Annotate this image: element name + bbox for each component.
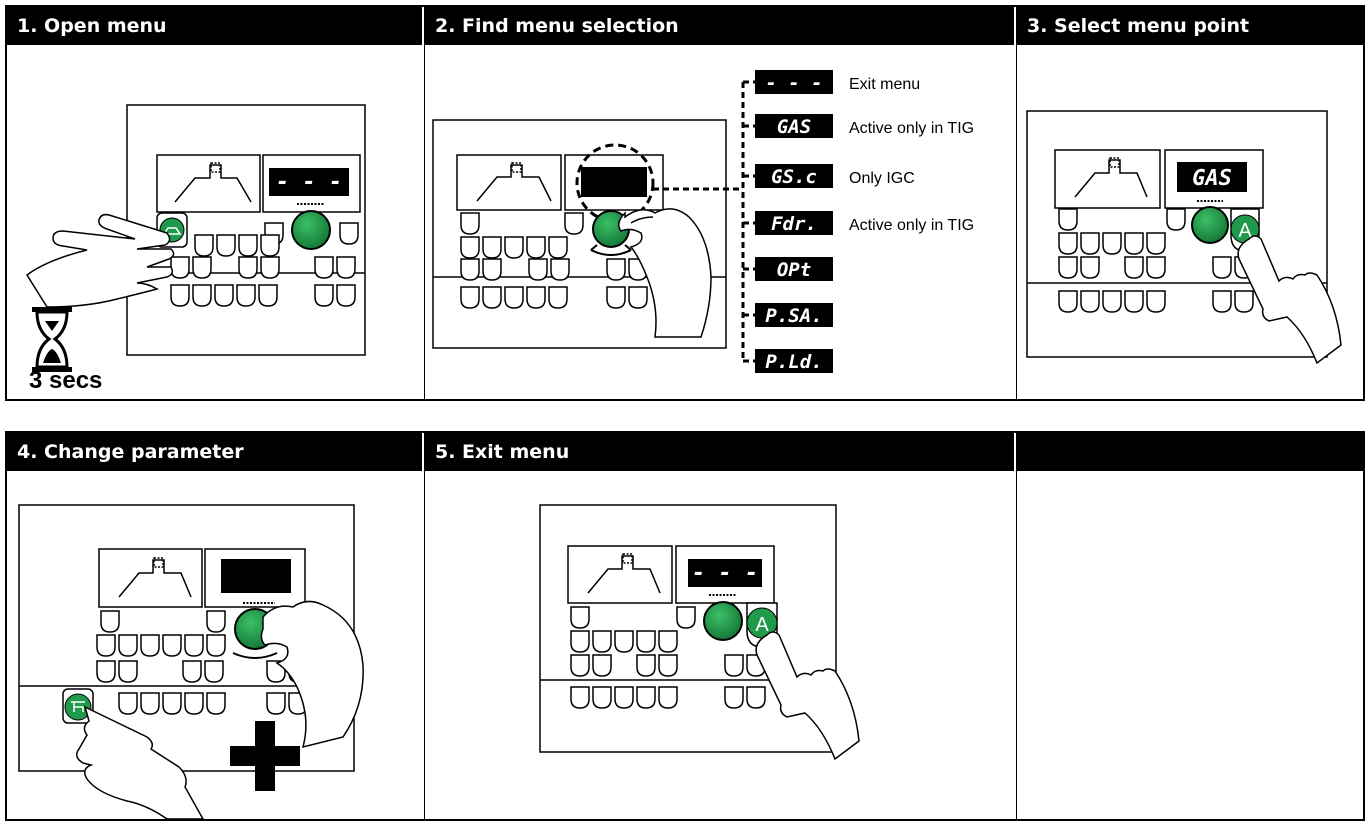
menu-list: - - - Exit menu GAS Active only in TIG G… — [755, 70, 974, 373]
lcd-display-text: GAS — [1192, 166, 1232, 191]
button-row — [460, 212, 648, 309]
lcd-display-text: - - - — [692, 561, 758, 586]
step-5-title: 5. Exit menu — [425, 433, 1016, 471]
lcd-display — [269, 168, 349, 196]
step-1-panel: 1. Open menu - - - — [7, 7, 425, 399]
plus-icon — [230, 721, 300, 791]
knob-icon — [1191, 200, 1229, 244]
pressing-hand-icon — [76, 705, 205, 820]
knob-icon — [703, 594, 743, 641]
menu-connector — [653, 80, 755, 363]
menu-item-label: Exit menu — [849, 76, 920, 93]
lcd-display — [581, 167, 647, 197]
menu-item: - - - Exit menu — [755, 70, 920, 94]
menu-item: OPt — [755, 257, 833, 281]
step-1-illustration: - - - — [25, 104, 366, 394]
menu-item: P.SA. — [755, 303, 833, 327]
menu-item-code: Fdr. — [771, 213, 817, 235]
step-4-panel: 4. Change parameter — [7, 433, 425, 820]
turning-hand-icon — [618, 208, 712, 338]
step-3-illustration: GAS A — [1026, 110, 1342, 365]
pointing-hand-icon — [25, 213, 175, 308]
step-3-title: 3. Select menu point — [1017, 7, 1363, 45]
step-3-panel: 3. Select menu point GAS — [1017, 7, 1363, 399]
lcd-display — [688, 559, 762, 587]
step-5-panel: 5. Exit menu - - - — [425, 433, 1017, 819]
menu-item-code: GS.c — [771, 166, 817, 188]
knob-icon — [291, 203, 331, 250]
menu-item-code: - - - — [765, 72, 822, 94]
step-2-panel: 2. Find menu selection — [425, 7, 1017, 399]
menu-item: GAS Active only in TIG — [755, 114, 974, 138]
step-5-illustration: - - - A — [539, 504, 860, 761]
step-2-illustration: - - - Exit menu GAS Active only in TIG G… — [432, 70, 974, 373]
menu-item-code: OPt — [777, 259, 811, 281]
a-button-letter: A — [755, 614, 769, 636]
menu-item-code: GAS — [777, 116, 811, 138]
menu-item: GS.c Only IGC — [755, 164, 915, 188]
pointing-hand-icon — [755, 631, 860, 761]
menu-item-code: P.SA. — [765, 305, 822, 327]
button-row — [570, 606, 766, 709]
step-2-title: 2. Find menu selection — [425, 7, 1016, 45]
menu-item-label: Active only in TIG — [849, 217, 974, 234]
menu-item-label: Only IGC — [849, 170, 915, 187]
step-4-title: 4. Change parameter — [7, 433, 424, 471]
step-4-illustration — [18, 504, 364, 820]
menu-item-code: P.Ld. — [765, 351, 822, 373]
step-6-panel — [1017, 433, 1363, 819]
pointing-hand-icon — [1237, 235, 1342, 365]
lcd-display — [1177, 162, 1247, 192]
timer-label: 3 secs — [29, 367, 102, 394]
instruction-row-2: 4. Change parameter — [5, 431, 1365, 821]
parameter-button-icon — [62, 688, 94, 724]
turning-hand-icon — [260, 600, 364, 749]
button-row — [170, 222, 359, 307]
menu-item-label: Active only in TIG — [849, 120, 974, 137]
menu-item: Fdr. Active only in TIG — [755, 211, 974, 235]
hourglass-icon — [32, 307, 72, 372]
step-6-title — [1017, 433, 1363, 471]
menu-item: P.Ld. — [755, 349, 833, 373]
step-1-title: 1. Open menu — [7, 7, 424, 45]
instruction-row-1: 1. Open menu - - - — [5, 5, 1365, 401]
button-row — [96, 610, 308, 715]
lcd-display-text: - - - — [276, 170, 342, 195]
lcd-display — [221, 559, 291, 593]
a-button-letter: A — [1238, 220, 1252, 242]
